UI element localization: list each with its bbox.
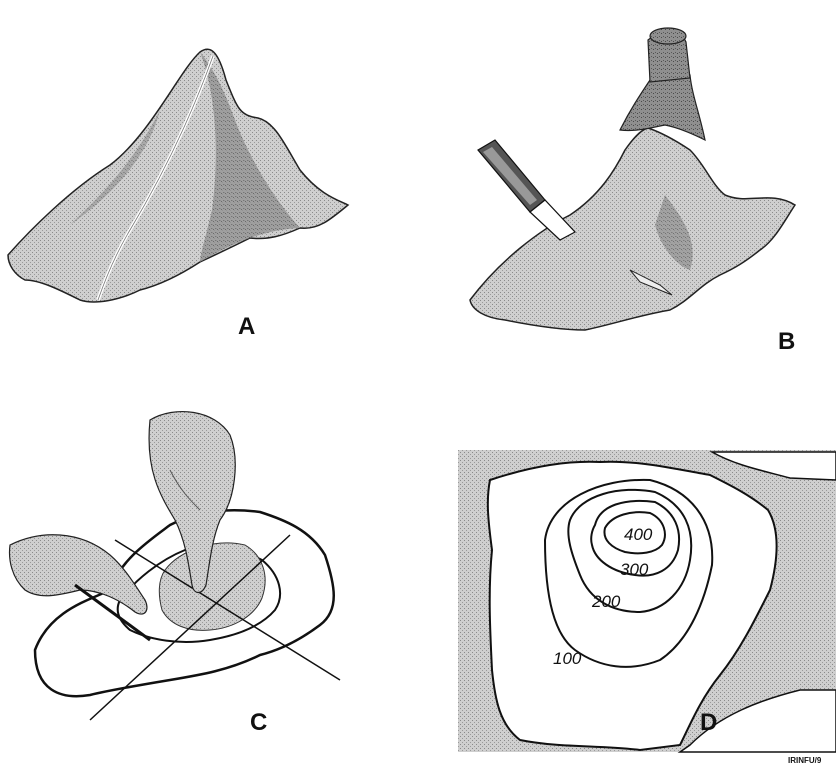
panel-letter-a: A	[238, 313, 255, 340]
panel-b: B	[470, 28, 795, 355]
contour-label-200: 200	[591, 592, 621, 611]
cut-section-b	[620, 75, 705, 140]
hand-left-c	[10, 535, 150, 640]
mountain-cloth-a	[8, 49, 348, 302]
knife-b	[478, 140, 575, 240]
panel-a: A	[8, 49, 348, 340]
contour-label-400: 400	[624, 525, 653, 544]
panel-d: 100 200 300 400 D	[458, 450, 836, 752]
contour-label-300: 300	[620, 560, 649, 579]
panel-c: C	[10, 412, 340, 736]
cloth-piece-c	[159, 543, 265, 630]
panel-letter-b: B	[778, 328, 795, 355]
figure-credit: IRINFU/9	[788, 756, 822, 765]
contour-label-100: 100	[553, 649, 582, 668]
panel-letter-d: D	[700, 709, 717, 736]
panel-letter-c: C	[250, 709, 267, 736]
tower-top-b	[650, 28, 686, 44]
mountain-cloth-b	[470, 128, 795, 330]
